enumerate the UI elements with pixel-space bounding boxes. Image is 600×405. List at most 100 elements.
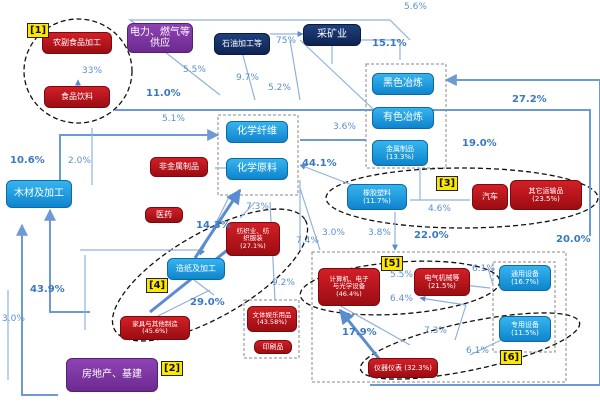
node-computer[interactable]: 计算机、电子 与光学设备 (46.4%) (318, 268, 380, 306)
pct-3-6: 3.6% (333, 122, 356, 132)
node-food-beverage[interactable]: 食品饮料 (44, 86, 110, 108)
group-box-stationery (243, 299, 300, 359)
cluster-ellipse-3 (325, 167, 599, 229)
pct-4-6: 4.6% (428, 204, 451, 214)
node-textile[interactable]: 纺织业、纺 织服装 (27.1%) (226, 222, 280, 256)
pct-7-3b: 7.3% (424, 326, 447, 336)
node-medicine-label: 医药 (156, 210, 172, 220)
node-printing[interactable]: 印刷品 (254, 340, 292, 354)
pct-7-4: 7.4% (296, 236, 319, 246)
node-textile-label: 纺织业、纺 织服装 (27.1%) (236, 226, 270, 250)
node-chem-fiber[interactable]: 化学纤维 (226, 121, 288, 143)
node-real-estate-label: 房地产、基建 (82, 369, 142, 381)
node-stationery[interactable]: 文体娱乐用品 (43.58%) (247, 306, 297, 332)
pct-14-3: 14.3% (196, 220, 231, 231)
node-processed-food[interactable]: 农副食品加工 (42, 32, 112, 54)
flow-lines-major (16, 74, 600, 396)
node-mining[interactable]: 采矿业 (303, 24, 361, 46)
cluster-ellipse-1 (23, 18, 133, 124)
node-paper-label: 造纸及加工 (176, 264, 216, 274)
pct-27-2: 27.2% (512, 94, 547, 105)
node-chem-fiber-label: 化学纤维 (237, 126, 277, 138)
node-chem-raw[interactable]: 化学原料 (226, 158, 288, 180)
node-general-equip-label: 通用设备 (16.7%) (511, 269, 539, 286)
node-medicine[interactable]: 医药 (145, 207, 183, 223)
node-nonmetal[interactable]: 非金属制品 (150, 157, 208, 177)
node-computer-label: 计算机、电子 与光学设备 (46.4%) (329, 274, 369, 298)
pct-20: 20.0% (556, 234, 591, 245)
pct-5-2: 5.2% (268, 83, 291, 93)
node-nonferrous[interactable]: 有色冶炼 (372, 107, 434, 129)
node-special-equip-label: 专用设备 (11.5%) (511, 320, 539, 337)
node-petroleum-label: 石油加工等 (222, 39, 262, 49)
tag-5: [5] (381, 256, 404, 271)
pct-6-4: 6.4% (390, 294, 413, 304)
tag-4: [4] (146, 278, 169, 293)
pct-75: 75% (276, 36, 297, 46)
node-nonmetal-label: 非金属制品 (159, 162, 199, 172)
node-wood-label: 木材及加工 (14, 188, 64, 200)
node-processed-food-label: 农副食品加工 (53, 38, 101, 48)
tag-3: [3] (436, 176, 459, 191)
node-power-gas-label: 电力、燃气等供应 (130, 26, 190, 50)
cluster-ellipse-4 (111, 208, 309, 342)
flow-lines-minor (7, 19, 523, 380)
node-electrical[interactable]: 电气机械等 (21.5%) (414, 268, 470, 296)
node-wood[interactable]: 木材及加工 (6, 180, 72, 208)
group-box-chemical (217, 114, 299, 196)
tag-1: [1] (27, 23, 50, 38)
node-instruments-label: 仪器仪表 (32.3%) (374, 363, 432, 372)
node-auto-label: 汽车 (482, 192, 498, 202)
node-paper[interactable]: 造纸及加工 (167, 258, 225, 280)
tag-6: [6] (500, 350, 523, 365)
pct-3: 3.0% (322, 228, 345, 238)
pct-43-9: 43.9% (30, 284, 65, 295)
node-food-beverage-label: 食品饮料 (61, 92, 93, 102)
node-printing-label: 印刷品 (262, 342, 284, 351)
node-nonferrous-label: 有色冶炼 (383, 112, 423, 124)
node-furniture[interactable]: 家具与其他制造 (45.6%) (120, 316, 190, 340)
group-box-machinery (311, 251, 567, 383)
pct-5-1: 5.1% (162, 114, 185, 124)
pct-15-1: 15.1% (372, 38, 407, 49)
node-power-gas[interactable]: 电力、燃气等供应 (127, 23, 193, 53)
node-chem-raw-label: 化学原料 (237, 163, 277, 175)
group-box-equipment (492, 261, 556, 353)
node-instruments[interactable]: 仪器仪表 (32.3%) (368, 358, 438, 378)
pct-44-1: 44.1% (302, 158, 337, 169)
pct-17-9: 17.9% (342, 327, 377, 338)
pct-7-3a: 7.3% (246, 202, 269, 212)
node-rubber-label: 橡胶塑料 (11.7%) (363, 188, 391, 205)
pct-2: 2.0% (68, 156, 91, 166)
node-special-equip[interactable]: 专用设备 (11.5%) (499, 316, 551, 342)
node-auto[interactable]: 汽车 (472, 184, 508, 210)
cluster-ellipse-6 (359, 312, 581, 380)
pct-22: 22.0% (414, 230, 449, 241)
group-box-metals (365, 63, 447, 169)
node-ferrous[interactable]: 黑色冶炼 (372, 73, 434, 95)
node-furniture-label: 家具与其他制造 (45.6%) (132, 319, 178, 335)
node-electrical-label: 电气机械等 (21.5%) (424, 273, 460, 290)
pct-5-6: 5.6% (404, 2, 427, 12)
node-rubber[interactable]: 橡胶塑料 (11.7%) (347, 184, 407, 210)
node-other-transport[interactable]: 其它运输品 (23.5%) (510, 180, 582, 210)
pct-11: 11.0% (146, 88, 181, 99)
node-metal-products-label: 金属制品 (13.3%) (386, 144, 414, 161)
node-ferrous-label: 黑色冶炼 (383, 78, 423, 90)
pct-3-8: 3.8% (368, 228, 391, 238)
pct-5-5b: 5.5% (390, 270, 413, 280)
node-other-transport-label: 其它运输品 (23.5%) (528, 186, 564, 203)
pct-6-1a: 6.1% (472, 264, 495, 274)
node-mining-label: 采矿业 (317, 29, 347, 41)
node-general-equip[interactable]: 通用设备 (16.7%) (499, 265, 551, 291)
pct-9-2: 9.2% (272, 278, 295, 288)
pct-5-5a: 5.5% (183, 65, 206, 75)
node-stationery-label: 文体娱乐用品 (43.58%) (252, 310, 292, 326)
pct-29: 29.0% (190, 297, 225, 308)
pct-33: 33% (82, 66, 103, 76)
node-real-estate[interactable]: 房地产、基建 (66, 358, 158, 392)
node-petroleum[interactable]: 石油加工等 (214, 33, 270, 55)
node-metal-products[interactable]: 金属制品 (13.3%) (372, 140, 428, 166)
tag-2: [2] (161, 361, 184, 376)
